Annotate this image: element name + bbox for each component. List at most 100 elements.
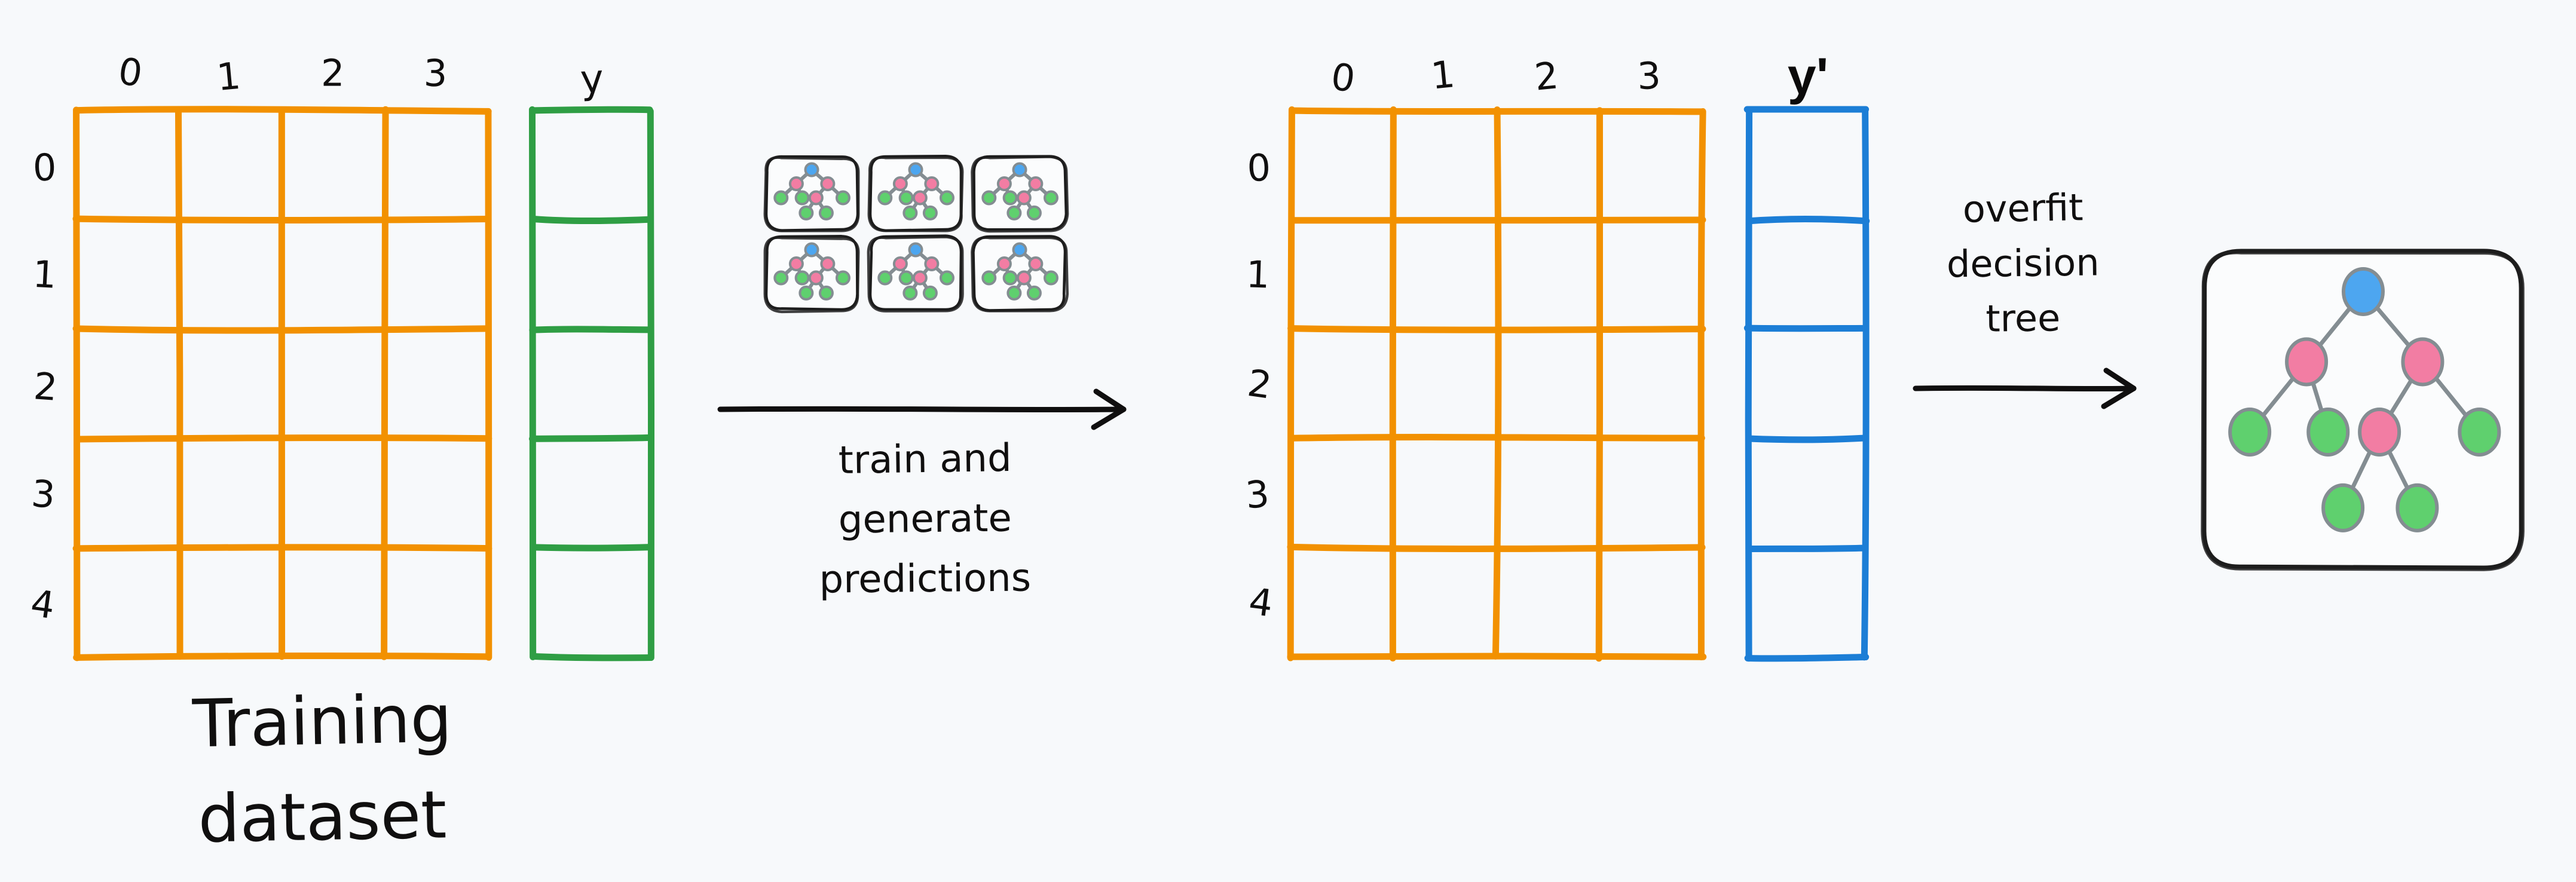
column-header-2: 2 [321,51,345,95]
column-header-0: 0 [116,49,145,96]
column-hline [530,215,653,225]
tree-node-pink [788,176,804,191]
matrix-vline [485,108,492,661]
tree-node-blue [804,162,819,177]
caption-line-dataset: dataset [197,776,447,857]
arrow-head [1091,388,1127,430]
tree-node-pink [996,176,1012,191]
tree-node-green [1006,285,1022,301]
tree-node-green [2228,407,2272,457]
tree-node-pink [820,176,836,191]
tree-node-pink [2285,337,2329,387]
tree-node-green [877,270,893,286]
tree-nodes [2228,267,2501,532]
row-header-3: 3 [1244,472,1271,517]
tree-node-blue [908,162,923,177]
column-header-3: 3 [423,51,448,96]
tree-node-green [922,285,938,301]
mini-tree-card [971,235,1069,313]
tree-node-green [1043,190,1058,206]
row-header-2: 2 [1245,361,1274,408]
tree-nodes [773,242,850,301]
column-hline [1746,215,1870,225]
tree-node-green [1043,270,1058,286]
tree-node-blue [908,242,923,258]
tree-node-pink [2401,337,2445,387]
tree-node-pink [924,256,940,271]
mini-tree-card [867,154,964,232]
matrix-vline [175,108,183,660]
tree-node-green [2321,483,2365,532]
card-outline [763,156,860,232]
yprime-column-header: y' [1788,48,1828,105]
tree-node-pink [1016,270,1032,286]
tree-node-pink [1016,190,1032,206]
tree-node-green [922,205,938,220]
column-vline-right [1861,108,1870,661]
tree-node-green [773,270,789,286]
arrow-label-line-1: train and [838,436,1012,483]
mini-tree-card [867,234,964,313]
decision-tree-graph [981,242,1058,301]
tree-node-green [1006,205,1022,220]
tree-node-pink [924,176,940,191]
tree-ensemble-group [763,154,1069,314]
tree-node-green [2396,483,2439,532]
decision-tree-graph [981,162,1058,220]
column-hline [1745,434,1869,443]
card-outline [971,236,1069,313]
tree-node-pink [1028,176,1044,191]
arrow-head [2101,368,2137,409]
column-header-2: 2 [1532,53,1560,99]
tree-node-green [2458,407,2501,457]
overfit-decision-tree-card [2201,249,2525,571]
column-hline [1743,324,1869,332]
tree-node-pink [808,270,824,286]
left-y-column: y [528,56,655,662]
tree-node-green [898,270,914,286]
decision-tree-graph [877,242,954,301]
column-hline [530,653,654,662]
tree-node-pink [808,190,824,206]
tree-node-green [1002,190,1018,206]
tree-node-green [981,190,997,206]
column-hline [529,326,653,333]
row-header-1: 1 [32,252,57,297]
column-hline [1744,654,1870,662]
tree-node-green [1002,270,1018,286]
tree-node-pink [892,176,908,191]
column-header-0: 0 [1329,54,1358,101]
tree-node-green [939,270,954,286]
tree-node-pink [912,190,928,206]
row-header-2: 2 [32,364,59,409]
tree-node-pink [2358,407,2401,457]
tree-node-green [818,285,834,301]
overfit-card-outline [2201,249,2525,571]
row-header-4: 4 [1247,579,1275,625]
mini-tree-card [763,235,860,314]
tree-node-pink [996,256,1012,271]
tree-node-pink [912,270,928,286]
tree-node-pink [892,256,908,271]
tree-nodes [981,242,1058,301]
tree-node-green [939,190,954,206]
row-header-3: 3 [30,471,57,517]
column-vline-right [647,108,655,662]
tree-node-green [902,205,918,220]
tree-node-green [835,190,850,206]
tree-node-green [773,190,789,206]
tree-node-green [794,190,810,206]
tree-node-green [1026,205,1042,220]
overfit-arrow [1913,368,2137,409]
matrix-vline [1492,106,1502,660]
tree-node-green [818,205,834,220]
matrix-vline [1287,106,1295,662]
tree-node-green [835,270,850,286]
tree-node-green [898,190,914,206]
